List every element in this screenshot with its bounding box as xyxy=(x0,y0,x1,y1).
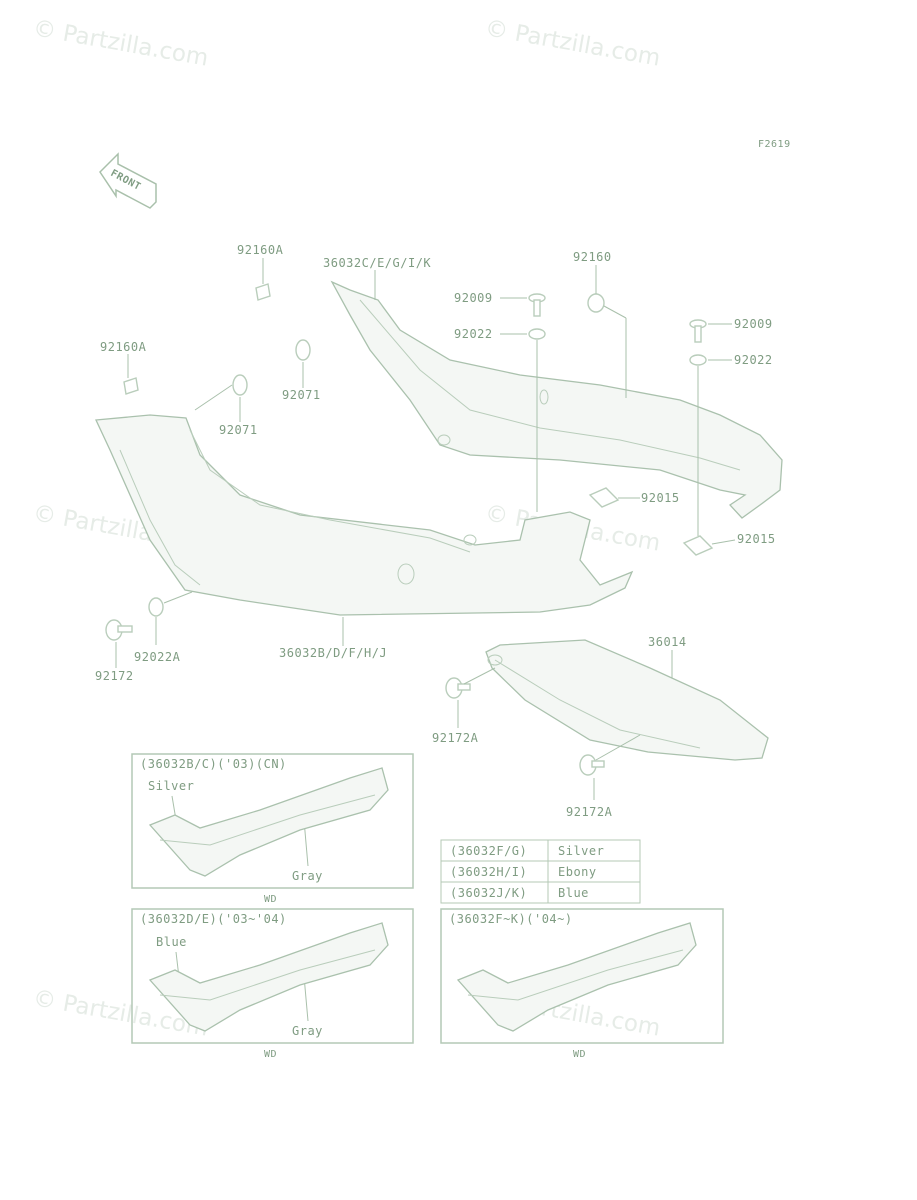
nut-92015-icon xyxy=(588,487,620,508)
color-table-code: (36032F/G) xyxy=(450,844,527,858)
callout-92071: 92071 xyxy=(282,388,321,402)
callout-92160a: 92160A xyxy=(237,243,284,257)
callout-92015: 92015 xyxy=(737,532,776,546)
callout-92172a: 92172A xyxy=(566,805,613,819)
inset-caption: WD xyxy=(573,1049,586,1060)
watermark: © Partzilla.com xyxy=(31,15,210,71)
inset-color-label: Gray xyxy=(292,1024,323,1038)
callout-36014: 36014 xyxy=(648,635,687,649)
washer-92022-icon xyxy=(528,328,546,340)
callout-92022: 92022 xyxy=(734,353,773,367)
color-table: (36032F/G) Silver (36032H/I) Ebony (3603… xyxy=(440,839,641,904)
tail-cover-part xyxy=(485,639,769,761)
watermark: © Partzilla.com xyxy=(483,15,662,71)
callout-92160a: 92160A xyxy=(100,340,147,354)
bolt-92009-icon xyxy=(528,293,546,317)
callout-36032b: 36032B/D/F/H/J xyxy=(279,646,387,660)
callout-labels: 92160A 92160A 36032C/E/G/I/K 92009 92022… xyxy=(95,243,776,819)
callout-36032c: 36032C/E/G/I/K xyxy=(323,256,431,270)
inset-color-label: Gray xyxy=(292,869,323,883)
callout-92071: 92071 xyxy=(219,423,258,437)
inset-title: (36032D/E)('03~'04) xyxy=(140,912,287,926)
side-cover-right-part xyxy=(330,280,783,519)
leader-lines xyxy=(115,258,736,800)
callout-92015: 92015 xyxy=(641,491,680,505)
callout-92022: 92022 xyxy=(454,327,493,341)
side-cover-left-part xyxy=(95,414,634,616)
grommet-92160a-icon xyxy=(123,377,139,395)
inset-title: (36032F~K)('04~) xyxy=(449,912,573,926)
inset-title: (36032B/C)('03)(CN) xyxy=(140,757,287,771)
callout-92009: 92009 xyxy=(734,317,773,331)
damper-92071-icon xyxy=(295,339,311,361)
figure-code: F2619 xyxy=(758,139,791,150)
callout-92160: 92160 xyxy=(573,250,612,264)
inset-color-label: Blue xyxy=(156,935,187,949)
hardware-parts xyxy=(105,283,714,776)
bolt-92009-icon xyxy=(689,319,707,343)
inset-color-label: Silver xyxy=(148,779,194,793)
inset-box-36032de: (36032D/E)('03~'04) Blue Gray WD xyxy=(131,908,414,1060)
color-table-code: (36032J/K) xyxy=(450,886,527,900)
inset-caption: WD xyxy=(264,1049,277,1060)
color-table-color: Ebony xyxy=(558,865,597,879)
callout-92172a: 92172A xyxy=(432,731,479,745)
inset-box-36032fk: (36032F~K)('04~) WD xyxy=(440,908,724,1060)
inset-caption: WD xyxy=(264,894,277,905)
color-table-code: (36032H/I) xyxy=(450,865,527,879)
callout-92022a: 92022A xyxy=(134,650,181,664)
screw-92172a-icon xyxy=(445,677,471,699)
grommet-92160a-icon xyxy=(255,283,271,301)
callout-92172: 92172 xyxy=(95,669,134,683)
screw-92172-icon xyxy=(105,619,133,641)
color-table-color: Blue xyxy=(558,886,589,900)
grommet-92160-icon xyxy=(587,293,605,313)
color-table-color: Silver xyxy=(558,844,604,858)
front-arrow-icon: FRONT xyxy=(99,152,157,209)
damper-92071-icon xyxy=(232,374,248,396)
inset-box-36032bc: (36032B/C)('03)(CN) Silver Gray WD xyxy=(131,753,414,905)
screw-92172a-icon xyxy=(579,754,605,776)
callout-92009: 92009 xyxy=(454,291,493,305)
washer-92022-icon xyxy=(689,354,707,366)
nut-92015-icon xyxy=(682,535,714,556)
washer-92022a-icon xyxy=(148,597,164,617)
